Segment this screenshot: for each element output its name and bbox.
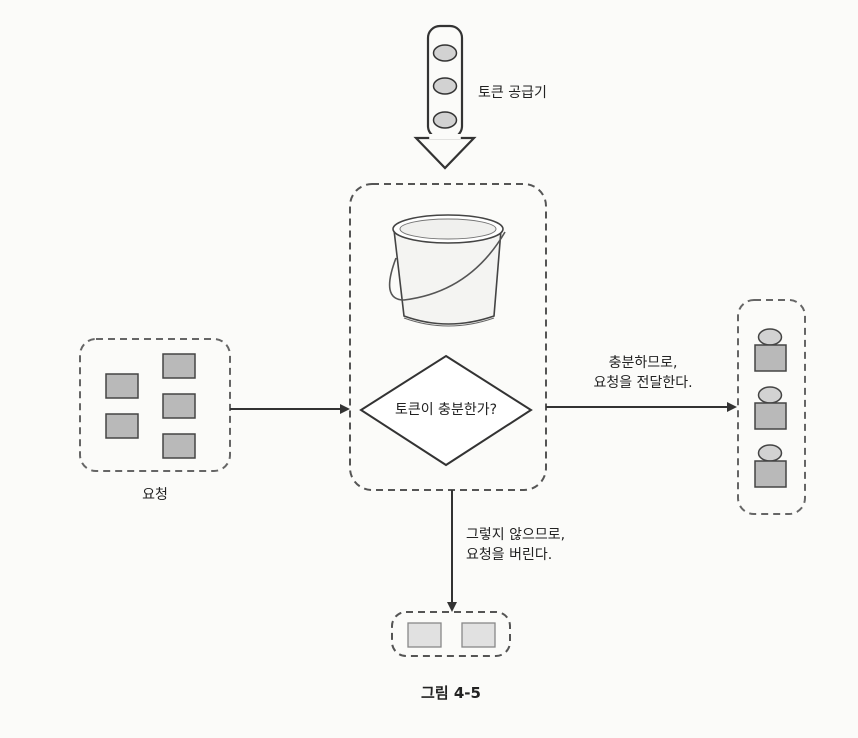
token-supplier [413, 24, 477, 170]
forward-label-line2: 요청을 전달한다. [593, 375, 693, 391]
token-icon [432, 111, 458, 129]
bucket-icon [388, 214, 506, 327]
request-item [162, 433, 196, 459]
token-icon [432, 77, 458, 95]
token-icon [757, 328, 783, 346]
request-item [754, 402, 787, 430]
figure-caption: 그림 4-5 [421, 684, 481, 702]
token-supplier-label: 토큰 공급기 [478, 85, 547, 101]
forwarded-request [754, 444, 787, 488]
dropped-request-item [407, 622, 442, 648]
arrow-joint [429, 134, 461, 139]
bucket-container [349, 183, 547, 491]
drop-label-line2: 요청을 버린다. [466, 547, 553, 563]
requests-label: 요청 [142, 487, 168, 503]
forward-label-line1: 충분하므로, [608, 355, 678, 371]
request-item [105, 373, 139, 399]
request-item [105, 413, 139, 439]
decision-diamond [359, 354, 533, 467]
dropped-requests-box [391, 611, 511, 657]
forwarded-requests-box [737, 299, 806, 515]
dropped-request-item [461, 622, 496, 648]
request-item [754, 460, 787, 488]
down-arrow-icon [413, 136, 477, 170]
token-icon [757, 444, 783, 462]
request-item [754, 344, 787, 372]
forwarded-request [754, 386, 787, 430]
drop-label-line1: 그렇지 않으므로, [466, 527, 566, 543]
token-icon [757, 386, 783, 404]
incoming-requests-box [79, 338, 231, 472]
forwarded-request [754, 328, 787, 372]
request-item [162, 353, 196, 379]
decision-label: 토큰이 충분한가? [394, 402, 498, 418]
request-item [162, 393, 196, 419]
token-icon [432, 44, 458, 62]
